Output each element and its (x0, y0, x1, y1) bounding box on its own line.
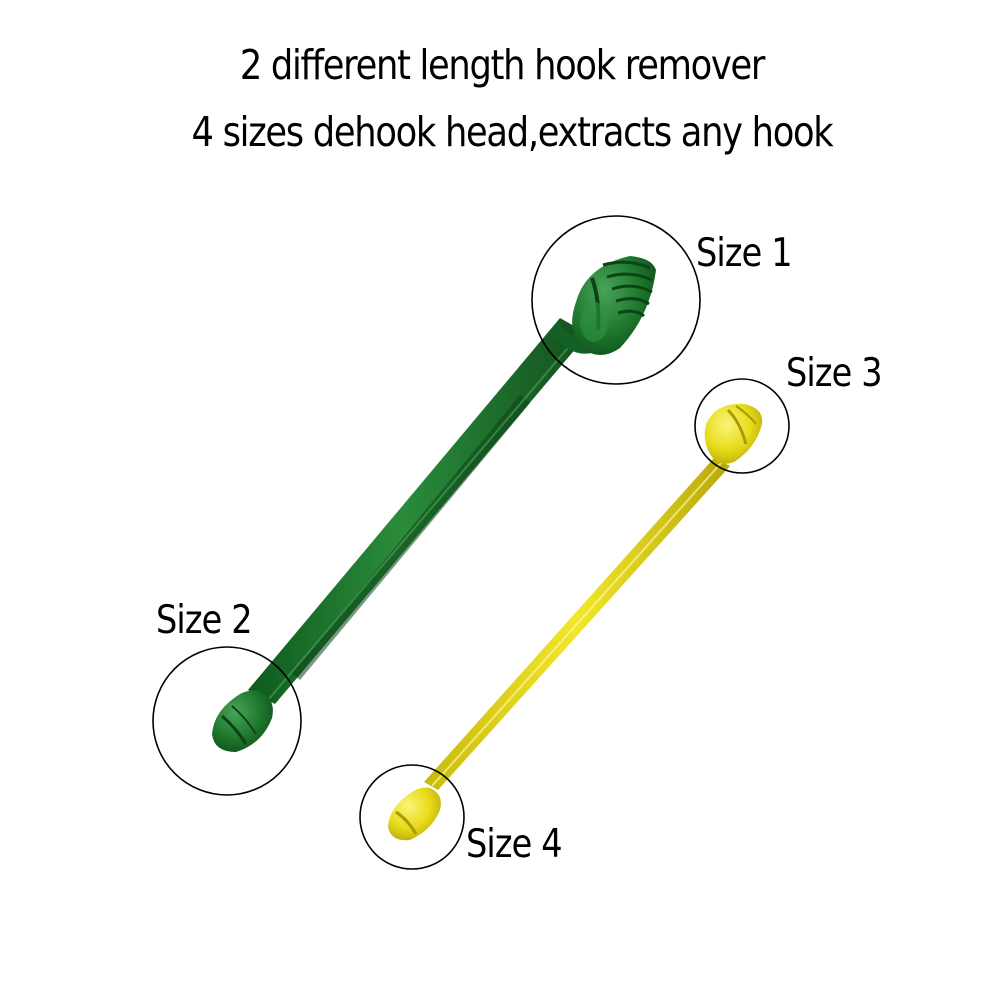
size-2-head (212, 690, 273, 752)
size-1-circle (531, 215, 701, 385)
size-4-head (388, 787, 441, 841)
size-3-head (704, 403, 763, 464)
size-4-circle (359, 764, 465, 870)
size-3-label: Size 3 (786, 351, 883, 396)
title-line-1: 2 different length hook remover (239, 41, 766, 89)
size-1-label: Size 1 (696, 231, 793, 276)
size-3-circle (694, 378, 790, 474)
green-shaft-groove (292, 395, 530, 680)
title-line-2: 4 sizes dehook head,extracts any hook (191, 108, 834, 156)
size-1-head (572, 256, 656, 355)
yellow-hook-remover (388, 403, 763, 841)
size-4-label: Size 4 (466, 822, 563, 867)
green-shaft (248, 318, 588, 704)
green-hook-remover (212, 256, 656, 752)
size-2-circle (152, 646, 302, 796)
size-2-label: Size 2 (156, 598, 253, 643)
